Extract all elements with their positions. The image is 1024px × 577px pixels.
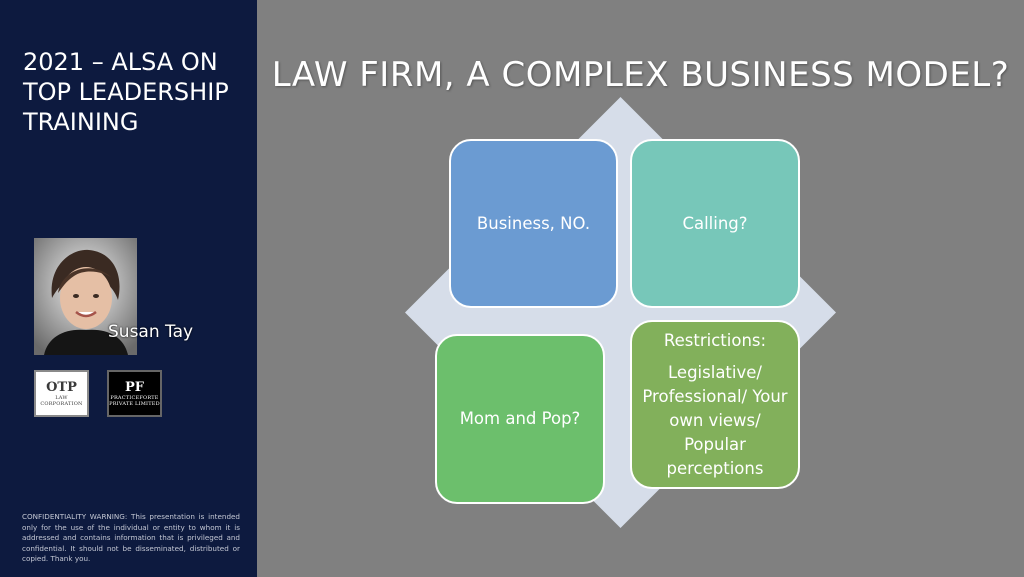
business-label: Business, NO. bbox=[476, 213, 591, 233]
restrictions-heading: Restrictions: bbox=[663, 330, 767, 350]
presenter-name: Susan Tay bbox=[108, 322, 194, 342]
mom-and-pop-box: Mom and Pop? bbox=[435, 334, 605, 504]
otp-logo-mark: OTP bbox=[46, 379, 77, 395]
slide-title: LAW FIRM, A COMPLEX BUSINESS MODEL? bbox=[271, 55, 1010, 95]
presentation-title: 2021 – ALSA ON TOP LEADERSHIP TRAINING bbox=[23, 48, 229, 136]
business-box: Business, NO. bbox=[449, 139, 618, 308]
presenter-photo bbox=[34, 238, 137, 355]
restrictions-box: Restrictions: Legislative/ Professional/… bbox=[630, 320, 800, 489]
mom-and-pop-label: Mom and Pop? bbox=[459, 409, 581, 428]
pf-logo-subtitle: PRACTICEFORTE PRIVATE LIMITED bbox=[109, 394, 160, 407]
calling-box: Calling? bbox=[630, 139, 800, 308]
calling-label: Calling? bbox=[682, 213, 748, 233]
otp-law-corporation-logo: OTP LAW CORPORATION bbox=[34, 370, 89, 417]
otp-logo-subtitle: LAW CORPORATION bbox=[40, 394, 83, 407]
sidebar: 2021 – ALSA ON TOP LEADERSHIP TRAINING S… bbox=[0, 0, 257, 577]
pf-logo-mark: PF bbox=[124, 379, 144, 395]
slide-content: LAW FIRM, A COMPLEX BUSINESS MODEL? Busi… bbox=[257, 0, 1024, 577]
restrictions-body: Legislative/ Professional/ Your own view… bbox=[642, 362, 788, 478]
confidentiality-warning: CONFIDENTIALITY WARNING: This presentati… bbox=[22, 512, 240, 563]
practiceforte-logo: PF PRACTICEFORTE PRIVATE LIMITED bbox=[107, 370, 162, 417]
